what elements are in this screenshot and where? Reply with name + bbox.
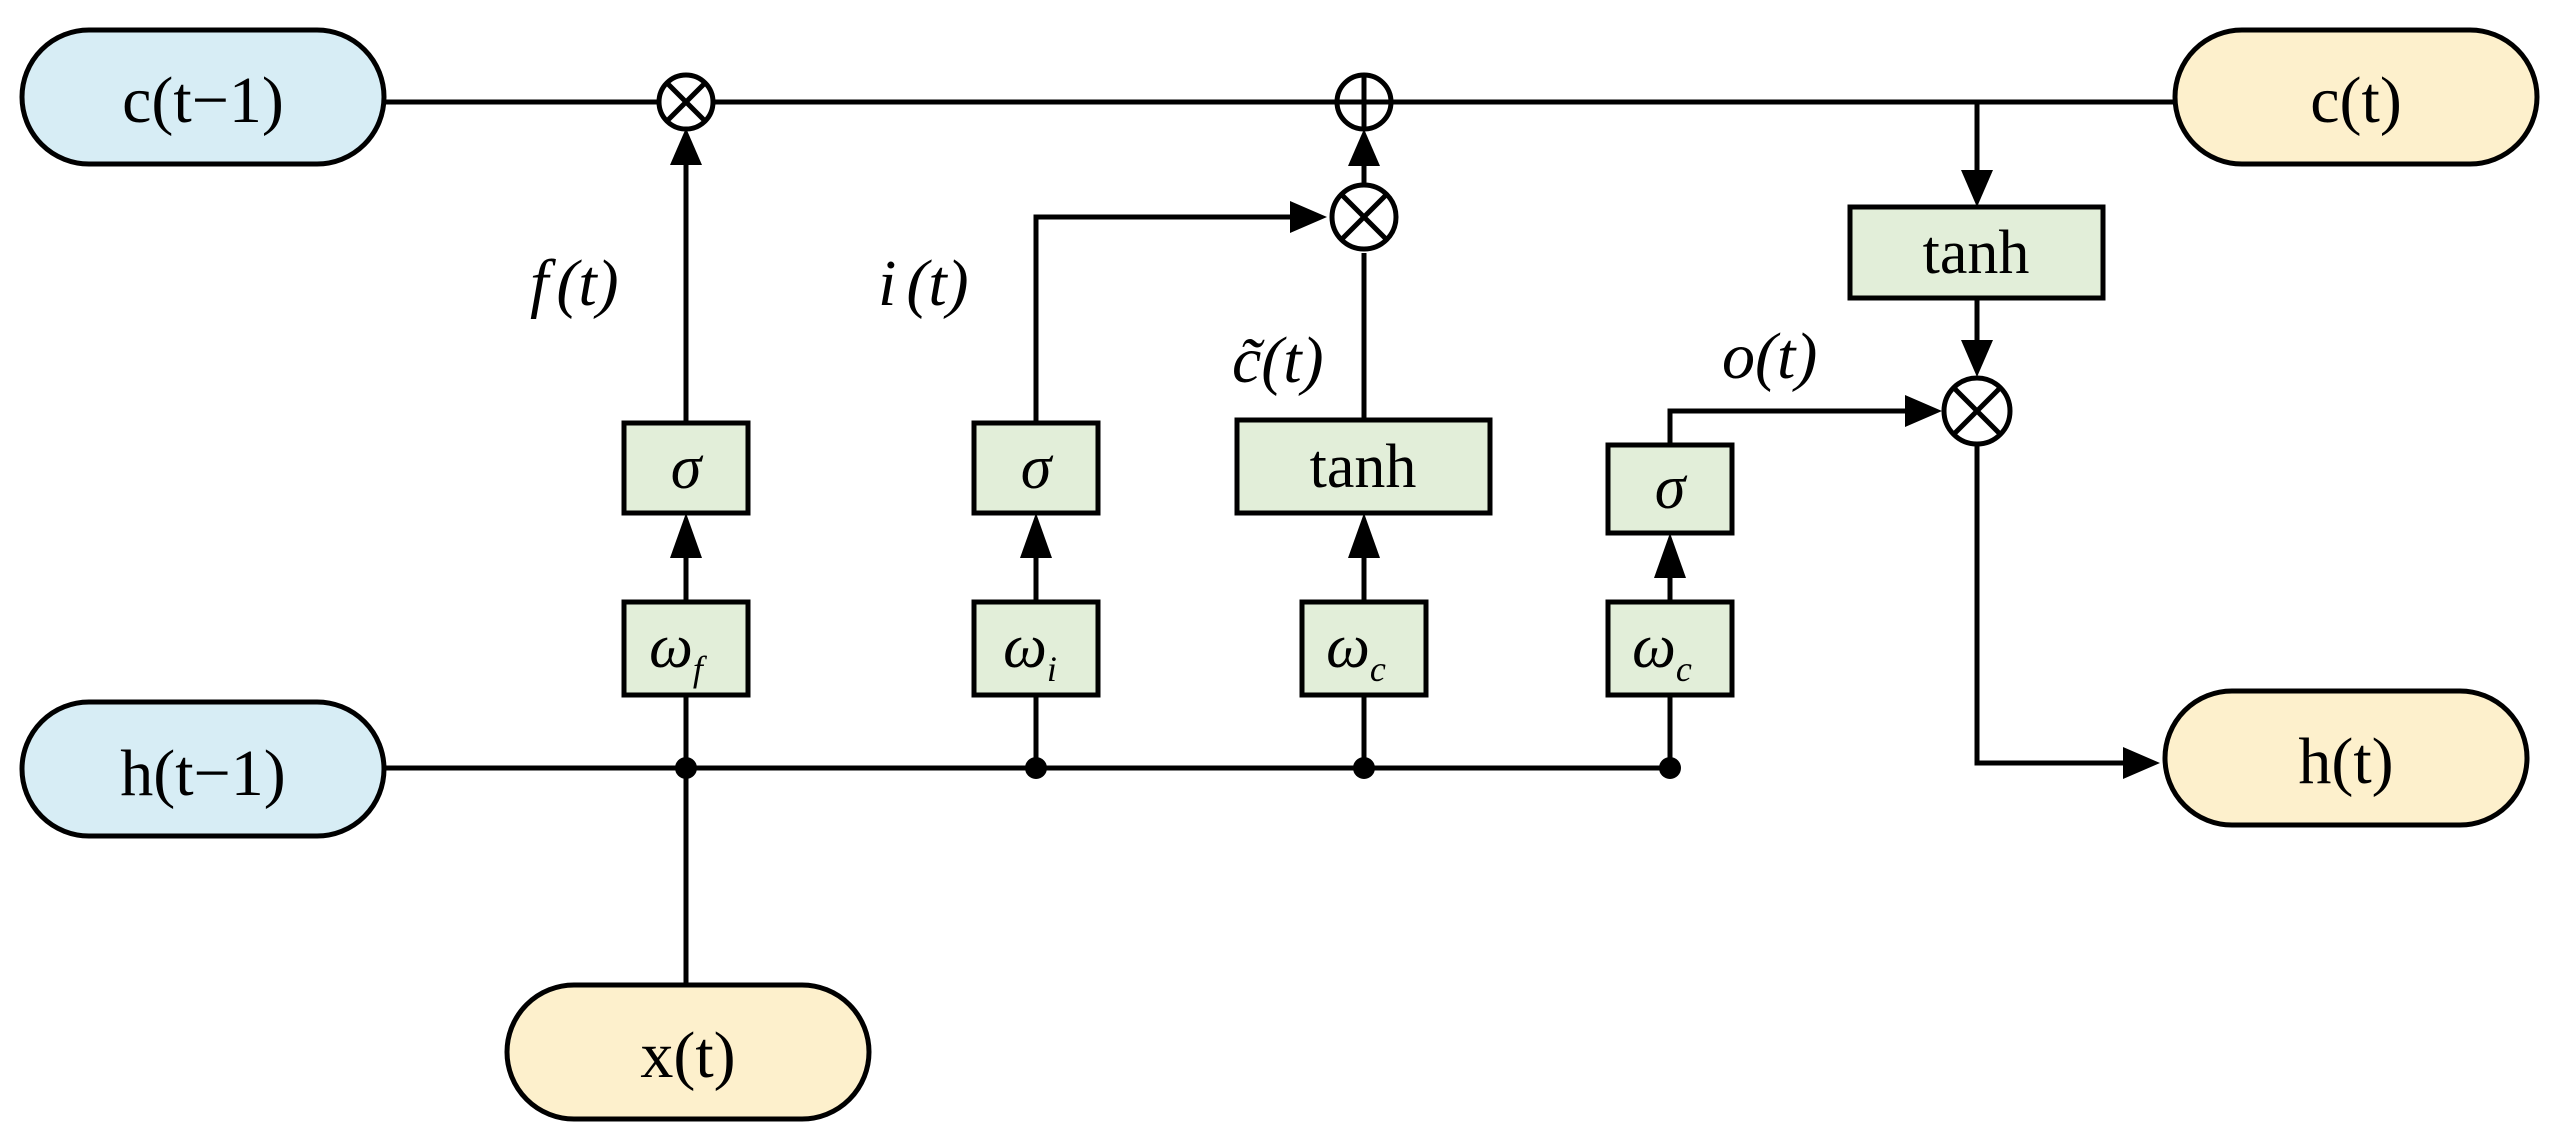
cell-tanh-label: tanh [1923,219,2030,287]
forget-gate-label: f(t) [530,247,619,320]
node-c-t: c(t) [2172,27,2540,167]
output-act-arrow [1654,533,1686,578]
forget-act-arrow [670,513,702,558]
input-multiply-op [1329,182,1399,252]
junction-dot [1025,757,1047,779]
forget-multiply-op [656,72,716,132]
cand-act-arrow [1348,513,1380,558]
junction-dot [675,757,697,779]
node-h-t-label: h(t) [2298,725,2393,798]
node-c-prev: c(t−1) [19,27,387,167]
weight-forget-symbol: ω [649,613,693,681]
input-sigmoid-box: σ [971,420,1101,516]
node-x-t: x(t) [504,982,872,1122]
svg-text:ωc: ωc [1632,613,1692,689]
svg-text:ωc: ωc [1326,613,1386,689]
node-h-prev: h(t−1) [19,699,387,839]
h-out-arrow [2123,747,2160,779]
cand-tanh-label: tanh [1310,433,1417,501]
output-to-h-line [1974,444,2123,766]
junction-dot [1353,757,1375,779]
input-act-arrow [1020,513,1052,558]
candidate-label: c̃(t) [1232,324,1324,397]
weight-input-subscript: i [1047,649,1057,689]
input-gate-arrow [1290,201,1327,233]
node-x-t-label: x(t) [640,1019,735,1092]
output-sigmoid-label: σ [1655,454,1688,522]
output-sigmoid-box: σ [1605,442,1735,536]
cell-tanh-arrow [1961,170,1993,207]
input-gate-line [1033,214,1290,423]
svg-text:ωi: ωi [1003,613,1057,689]
weight-box-output: ωc [1605,599,1735,698]
weight-box-cand: ωc [1299,599,1429,698]
weight-box-forget: ωf [621,599,751,698]
cell-add-op [1334,72,1394,132]
weight-output-subscript: c [1676,649,1692,689]
output-gate-label: o(t) [1722,320,1817,393]
output-gate-arrow [1905,395,1942,427]
input-sigmoid-label: σ [1021,434,1054,502]
input-gate-label: i(t) [878,247,969,320]
add-arrow [1348,129,1380,166]
forget-arrow [670,128,702,165]
weight-box-input: ωi [971,599,1101,698]
junction-dot [1659,757,1681,779]
tanh-mult-arrow [1961,340,1993,377]
cand-tanh-box: tanh [1234,417,1493,516]
weight-input-symbol: ω [1003,613,1047,681]
weight-output-symbol: ω [1632,613,1676,681]
weight-cand-subscript: c [1370,649,1386,689]
weight-cand-symbol: ω [1326,613,1370,681]
node-c-t-label: c(t) [2310,64,2402,137]
node-c-prev-label: c(t−1) [122,64,284,137]
forget-sigmoid-box: σ [621,420,751,516]
node-h-prev-label: h(t−1) [120,737,286,810]
cell-tanh-box: tanh [1847,204,2106,301]
forget-sigmoid-label: σ [671,434,704,502]
node-h-t: h(t) [2162,688,2530,828]
output-multiply-op [1941,375,2013,447]
